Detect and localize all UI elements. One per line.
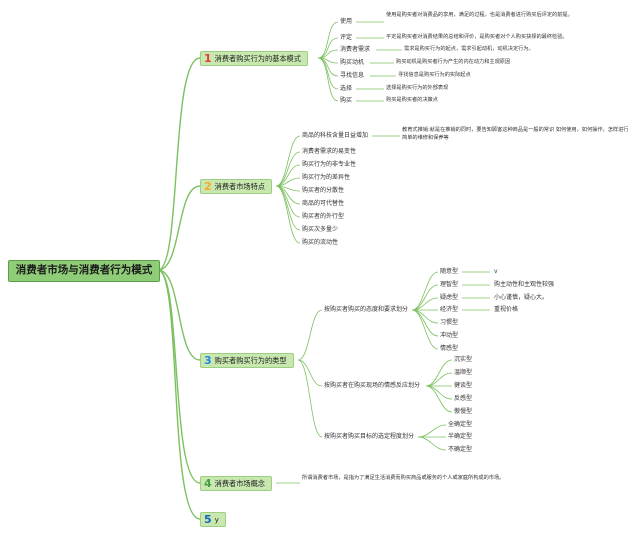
topic-node[interactable]: 商品的科技含量日益增加 — [302, 132, 369, 139]
branch-label: 消费者购买行为的基本模式 — [214, 54, 301, 63]
group-node[interactable]: 按购买者购买目标的选定程度划分 — [324, 433, 415, 440]
branch-label: 消费者市场概念 — [214, 479, 265, 488]
branch-label: 消费者市场特点 — [214, 182, 265, 191]
topic-node[interactable]: 购买者的分散性 — [302, 187, 345, 194]
root-topic[interactable]: 消费者市场与消费者行为模式 — [8, 260, 160, 282]
topic-note: 所谓消费者市场，是指为了满足生活消费而购买商品或服务的个人或家庭所构成的市场。 — [302, 475, 505, 481]
topic-note: 重视价格 — [494, 306, 519, 313]
topic-node[interactable]: 冲动型 — [440, 332, 459, 339]
branch-2[interactable]: 2 消费者市场特点 — [200, 179, 272, 194]
group-node[interactable]: 按购买者购买的态度和要求划分 — [324, 306, 409, 313]
topic-note: 小心谨慎，疑心大。 — [494, 294, 549, 301]
topic-node[interactable]: 购买者的外行型 — [302, 213, 345, 220]
topic-note: 购主动性和主观性较强 — [494, 281, 555, 288]
branch-1[interactable]: 1 消费者购买行为的基本模式 — [200, 51, 308, 66]
topic-note: 购买动机是购买者行为产生的内在动力和主观原因 — [396, 59, 511, 65]
topic-note: 平定是购买者对消费结果的总结和评价，是购买者对个人购买抉择的最终检验。 — [386, 34, 568, 40]
branch-3[interactable]: 3 购买者购买行为的类型 — [200, 353, 294, 368]
topic-node[interactable]: 购买的流动性 — [302, 239, 339, 246]
branch-label: y — [214, 515, 219, 524]
topic-note: 选择是购买行为的外部表现 — [386, 85, 449, 91]
topic-node[interactable]: 全确定型 — [448, 421, 473, 428]
topic-node[interactable]: 沉实型 — [454, 356, 473, 363]
branch-number: 2 — [204, 179, 212, 193]
topic-node[interactable]: 购买行为的非专业性 — [302, 161, 357, 168]
topic-node[interactable]: 购买行为的差异性 — [302, 174, 351, 181]
branch-5[interactable]: 5 y — [200, 512, 226, 527]
branch-number: 1 — [204, 51, 212, 65]
topic-node[interactable]: 评定 — [340, 34, 353, 41]
topic-node[interactable]: 购买 — [340, 97, 353, 104]
topic-note: 需求是购买行为的起点，需求引起动机，动机决定行为。 — [404, 46, 534, 52]
topic-node[interactable]: 习惯型 — [440, 319, 459, 326]
topic-node[interactable]: 不确定型 — [448, 446, 473, 453]
branch-number: 4 — [204, 476, 212, 490]
topic-node[interactable]: 寻找信息 — [340, 72, 365, 79]
topic-node[interactable]: 选择 — [340, 85, 353, 92]
topic-node[interactable]: 随意型 — [440, 268, 459, 275]
topic-node[interactable]: 温顺型 — [454, 369, 473, 376]
topic-note: 购买是购买者的决策点 — [386, 97, 438, 103]
topic-note: v — [494, 268, 498, 275]
topic-note: 使用是购买者对消费品的享用，满足的过程，也是消费者进行购买后评定的前提。 — [386, 12, 573, 18]
topic-note: 寻找信息是购买行为的实际起点 — [398, 72, 471, 78]
topic-node[interactable]: 商品的可代替性 — [302, 200, 345, 207]
topic-node[interactable]: 经济型 — [440, 306, 459, 313]
topic-note: 教育式推销:就是在推销的同时，要告知顾客这种商品是一般的常识 如何使用，如何操作… — [402, 127, 629, 141]
topic-node[interactable]: 使用 — [340, 18, 353, 25]
topic-node[interactable]: 理智型 — [440, 281, 459, 288]
topic-node[interactable]: 健谈型 — [454, 382, 473, 389]
branch-number: 3 — [204, 353, 212, 367]
topic-node[interactable]: 购买动机 — [340, 59, 365, 66]
topic-node[interactable]: 半确定型 — [448, 433, 473, 440]
topic-node[interactable]: 购买次多量少 — [302, 226, 339, 233]
topic-node[interactable]: 消费者需求 — [340, 46, 371, 53]
group-node[interactable]: 按购买者在购买现场的情感反应划分 — [324, 382, 421, 389]
topic-node[interactable]: 傲慢型 — [454, 408, 473, 415]
branch-4[interactable]: 4 消费者市场概念 — [200, 476, 272, 491]
branch-number: 5 — [204, 512, 212, 526]
topic-node[interactable]: 反感型 — [454, 395, 473, 402]
topic-node[interactable]: 消费者需求的易变性 — [302, 148, 357, 155]
branch-label: 购买者购买行为的类型 — [214, 356, 287, 365]
topic-node[interactable]: 情感型 — [440, 345, 459, 352]
topic-node[interactable]: 疑虑型 — [440, 294, 459, 301]
